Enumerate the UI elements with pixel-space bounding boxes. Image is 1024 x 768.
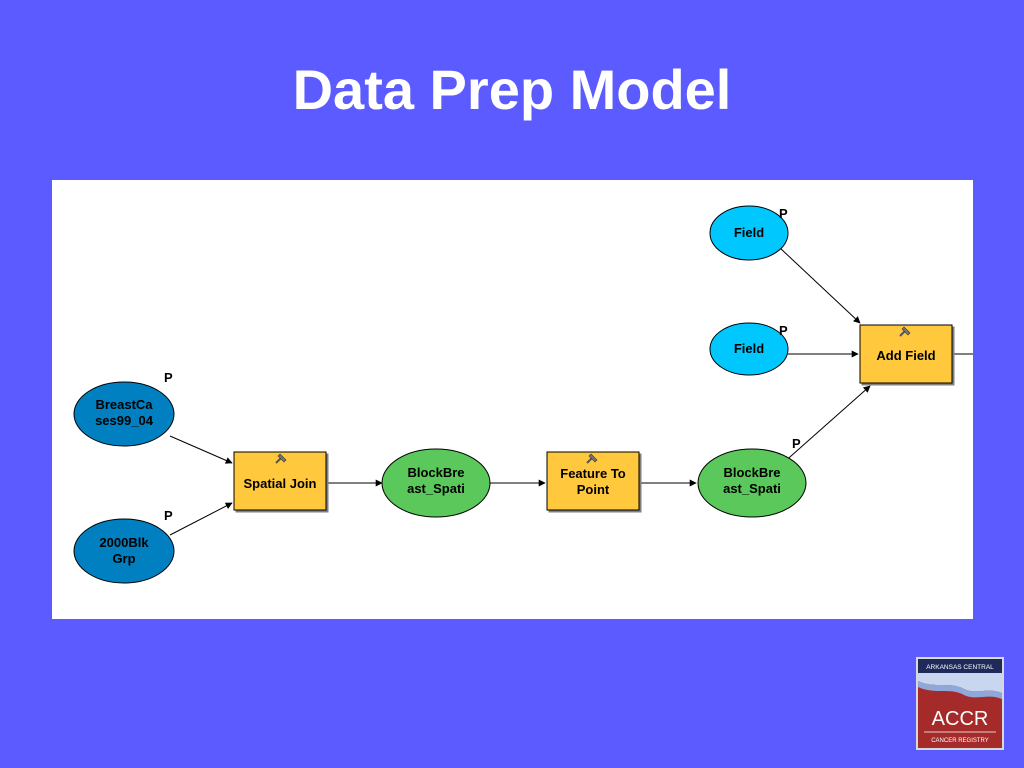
parameter-marker: P — [792, 436, 801, 451]
accr-logo: ARKANSAS CENTRAL ACCR CANCER REGISTRY — [916, 657, 1004, 750]
tool-label-line1: Feature To — [560, 466, 626, 481]
parameter-marker: P — [779, 206, 788, 221]
slide-title: Data Prep Model — [292, 58, 732, 121]
tool-box — [233, 451, 327, 511]
tool-box — [546, 451, 640, 511]
node-label-line1: 2000Blk — [99, 535, 149, 550]
connector-blockbreast2-to-addfield — [781, 385, 871, 465]
parameter-marker: P — [779, 323, 788, 338]
connector-breastcases-to-spatialjoin — [169, 435, 233, 464]
connector-field1-to-addfield — [779, 247, 861, 324]
derived-data-ellipse — [697, 448, 807, 518]
model-diagram-panel: BreastCa ses99_04 P 2000Blk Grp P Spatia… — [52, 180, 973, 619]
connectors — [169, 247, 973, 536]
node-field-1[interactable]: Field P — [709, 205, 789, 261]
logo-main-text: ACCR — [932, 708, 989, 730]
input-data-ellipse — [73, 518, 175, 584]
tool-label: Add Field — [876, 348, 935, 363]
variable-ellipse — [709, 205, 789, 261]
tool-label: Spatial Join — [244, 476, 317, 491]
node-label-line2: ast_Spati — [407, 481, 465, 496]
model-diagram: BreastCa ses99_04 P 2000Blk Grp P Spatia… — [73, 205, 973, 584]
tool-label-line2: Point — [577, 482, 610, 497]
parameter-marker: P — [164, 370, 173, 385]
node-label-line1: BlockBre — [723, 465, 780, 480]
node-label: Field — [734, 341, 764, 356]
accr-logo-graphic: ARKANSAS CENTRAL ACCR CANCER REGISTRY — [918, 659, 1002, 748]
node-label: Field — [734, 225, 764, 240]
node-label-line2: ses99_04 — [95, 413, 154, 428]
input-data-ellipse — [73, 381, 175, 447]
hammer-icon — [899, 326, 911, 337]
node-breastcases99-04[interactable]: BreastCa ses99_04 P — [73, 370, 175, 447]
node-add-field[interactable]: Add Field — [859, 324, 953, 384]
connector-blkgrp-to-spatialjoin — [169, 502, 233, 536]
node-label-line1: BlockBre — [407, 465, 464, 480]
node-blockbreast-spati-2[interactable]: BlockBre ast_Spati P — [697, 436, 807, 518]
node-label-line2: ast_Spati — [723, 481, 781, 496]
derived-data-ellipse — [381, 448, 491, 518]
node-blockbreast-spati-1[interactable]: BlockBre ast_Spati — [381, 448, 491, 518]
variable-ellipse — [709, 322, 789, 376]
tool-box — [859, 324, 953, 384]
node-spatial-join[interactable]: Spatial Join — [233, 451, 327, 511]
node-label-line2: Grp — [112, 551, 135, 566]
parameter-marker: P — [164, 508, 173, 523]
node-2000blkgrp[interactable]: 2000Blk Grp P — [73, 508, 175, 584]
node-feature-to-point[interactable]: Feature To Point — [546, 451, 640, 511]
node-field-2[interactable]: Field P — [709, 322, 789, 376]
node-label-line1: BreastCa — [95, 397, 153, 412]
logo-top-text: ARKANSAS CENTRAL — [926, 664, 994, 671]
hammer-icon — [586, 453, 598, 464]
logo-bottom-text: CANCER REGISTRY — [931, 738, 989, 744]
hammer-icon — [275, 453, 287, 464]
